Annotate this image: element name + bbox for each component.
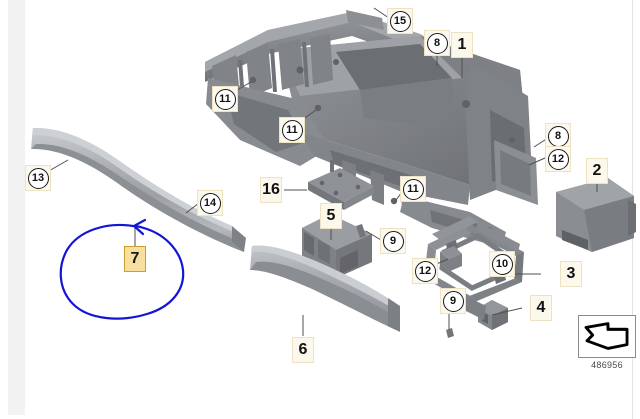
part-bracket-5 xyxy=(302,214,372,278)
callout-number: 6 xyxy=(298,341,308,358)
part-screws-9 xyxy=(356,224,454,338)
callout-number: 5 xyxy=(326,207,336,224)
callout-11-right[interactable]: 11 xyxy=(400,176,426,202)
callout-number: 10 xyxy=(495,257,509,270)
callout-number: 13 xyxy=(31,171,45,184)
figure-thumbnail[interactable] xyxy=(578,315,636,358)
callout-number: 1 xyxy=(457,36,467,53)
callout-ring: 11 xyxy=(402,178,424,200)
callout-ring: 8 xyxy=(547,125,569,147)
leader-line-12 xyxy=(528,157,546,166)
console-outline-icon xyxy=(584,322,629,350)
callout-ring: 10 xyxy=(491,253,513,275)
callout-13[interactable]: 13 xyxy=(25,165,51,191)
callout-3[interactable]: 3 xyxy=(560,261,582,287)
callout-ring: 13 xyxy=(27,167,49,189)
callout-10[interactable]: 10 xyxy=(489,251,515,277)
callout-4[interactable]: 4 xyxy=(530,295,552,321)
callout-ring: 9 xyxy=(382,230,404,252)
callout-2[interactable]: 2 xyxy=(586,158,608,184)
callout-ring: 11 xyxy=(214,88,236,110)
callout-number: 7 xyxy=(130,250,140,267)
callout-ring: 12 xyxy=(414,260,436,282)
callout-9-lower[interactable]: 9 xyxy=(440,288,466,314)
callout-number: 11 xyxy=(286,123,298,136)
page-margin-left xyxy=(0,0,8,419)
part-clip-12-lower xyxy=(440,246,462,272)
callout-14[interactable]: 14 xyxy=(197,190,223,216)
callout-number: 12 xyxy=(418,264,432,277)
callout-number: 12 xyxy=(551,152,565,165)
callout-ring: 14 xyxy=(199,192,221,214)
leader-line-9 xyxy=(365,230,382,241)
callout-number: 11 xyxy=(407,182,419,195)
callout-number: 3 xyxy=(566,265,576,282)
callout-number: 2 xyxy=(592,162,602,179)
callout-ring: 8 xyxy=(426,32,448,54)
part-trim-panel-6 xyxy=(250,245,400,332)
callout-number: 11 xyxy=(219,92,231,105)
callout-1[interactable]: 1 xyxy=(451,32,473,58)
leader-line-14 xyxy=(185,202,200,214)
callout-number: 9 xyxy=(449,294,457,307)
callout-ring: 9 xyxy=(442,290,464,312)
callout-12-right[interactable]: 12 xyxy=(545,146,571,172)
part-control-box-2 xyxy=(556,178,636,252)
callout-8-top[interactable]: 8 xyxy=(424,30,450,56)
callout-8-right[interactable]: 8 xyxy=(545,123,571,149)
callout-number: 14 xyxy=(203,196,217,209)
page-gutter-strip xyxy=(8,0,25,415)
callout-number: 15 xyxy=(393,14,407,27)
callout-ring: 11 xyxy=(281,119,303,141)
callout-5[interactable]: 5 xyxy=(320,203,342,229)
callout-number: 16 xyxy=(262,181,280,198)
callout-11-left[interactable]: 11 xyxy=(212,86,238,112)
callout-9-upper[interactable]: 9 xyxy=(380,228,406,254)
leader-line-4 xyxy=(491,307,523,316)
callout-6[interactable]: 6 xyxy=(292,337,314,363)
callout-ring: 12 xyxy=(547,148,569,170)
callout-11-mid[interactable]: 11 xyxy=(279,117,305,143)
callout-16[interactable]: 16 xyxy=(260,177,282,203)
callout-ring: 15 xyxy=(389,10,411,32)
callout-number: 8 xyxy=(554,129,562,142)
callout-15[interactable]: 15 xyxy=(387,8,413,34)
callout-number: 8 xyxy=(433,36,441,49)
callout-number: 4 xyxy=(536,299,546,316)
figure-id-label: 486956 xyxy=(591,360,623,370)
callout-7-highlighted[interactable]: 7 xyxy=(124,246,146,272)
callout-number: 9 xyxy=(389,234,397,247)
callout-12-lower[interactable]: 12 xyxy=(412,258,438,284)
part-trim-strip-upper-13-14 xyxy=(31,127,246,252)
part-fasteners-11 xyxy=(249,76,398,205)
